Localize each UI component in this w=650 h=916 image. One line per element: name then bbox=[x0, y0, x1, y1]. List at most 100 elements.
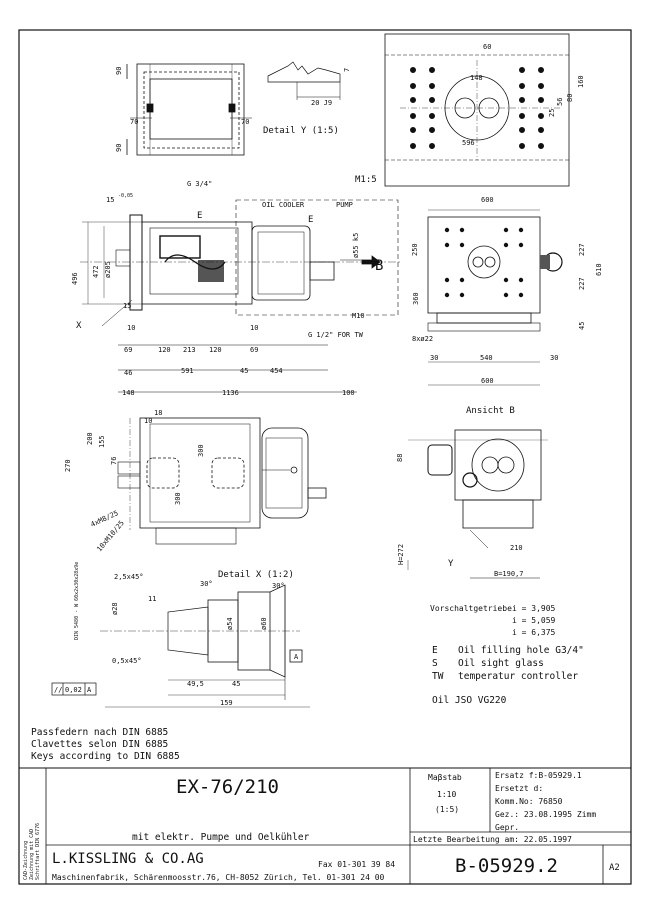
bolt-hole bbox=[428, 142, 435, 149]
bolt-hole bbox=[444, 277, 450, 283]
end-dim-30a: 30 bbox=[430, 354, 438, 362]
bolt-hole bbox=[444, 242, 450, 248]
scale-1: 1:10 bbox=[437, 790, 456, 799]
main-e1: E bbox=[197, 211, 202, 221]
detail-y-label: Detail Y (1:5) bbox=[263, 126, 339, 136]
drawing-frame bbox=[18, 29, 632, 885]
tol-symbol: // bbox=[54, 686, 62, 694]
detx-dim-28: ø28 bbox=[111, 602, 119, 615]
gepr: Gepr. bbox=[495, 823, 519, 832]
bolt-hole bbox=[519, 113, 526, 120]
dim-70-right: 70 bbox=[241, 118, 249, 126]
detx-chamfer-05: 0,5x45° bbox=[112, 657, 142, 665]
dim-70-left: 70 bbox=[130, 118, 138, 126]
ratio-3: i = 6,375 bbox=[512, 628, 556, 637]
bolt-hole bbox=[428, 127, 435, 134]
bolt-hole bbox=[519, 127, 526, 134]
main-dim-213: 213 bbox=[183, 346, 196, 354]
drawing-title: EX-76/210 bbox=[176, 776, 279, 798]
end-dim-610: 610 bbox=[595, 263, 603, 276]
side-note-1: CAD-Zeichnung bbox=[23, 841, 29, 880]
front-dim-18: 18 bbox=[154, 409, 162, 417]
plate-dim-596: 596 bbox=[462, 139, 475, 147]
end-dim-540: 540 bbox=[480, 354, 493, 362]
legend-text-e: Oil filling hole G3/4" bbox=[458, 645, 584, 656]
company-name: L.KISSLING & CO.AG bbox=[52, 851, 204, 867]
tolerance-frame bbox=[51, 682, 97, 696]
bolt-hole bbox=[538, 127, 545, 134]
bolt-hole bbox=[519, 83, 526, 90]
plate-dim-60: 60 bbox=[483, 43, 491, 51]
plate-dim-160: 160 bbox=[577, 75, 585, 88]
main-dim-005: -0,05 bbox=[118, 193, 133, 199]
oil-spec: Oil JSO VG220 bbox=[432, 695, 507, 706]
vorschalt-label: Vorschaltgetriebe bbox=[430, 604, 512, 613]
detx-dim-159: 159 bbox=[220, 699, 233, 707]
bolt-hole bbox=[503, 277, 509, 283]
main-dim-454: 454 bbox=[270, 367, 283, 375]
ersatz: Ersatz f:B-05929.1 bbox=[495, 771, 582, 780]
front-dim-270: 270 bbox=[64, 459, 72, 472]
bolt-hole bbox=[459, 292, 465, 298]
main-oil-cooler: OIL COOLER bbox=[262, 201, 305, 209]
plate-dim-80: 80 bbox=[566, 94, 574, 102]
bolt-hole bbox=[409, 113, 416, 120]
main-dim-1136: 1136 bbox=[222, 389, 239, 397]
end-dim-227a: 227 bbox=[578, 243, 586, 256]
bolt-hole bbox=[503, 227, 509, 233]
scale-m15-label: M1:5 bbox=[355, 175, 377, 185]
detx-dim-45: 45 bbox=[232, 680, 240, 688]
plate-dim-56: 56 bbox=[556, 98, 564, 106]
end-view: 600 250 360 227 227 610 45 8xø22 30 540 … bbox=[411, 196, 603, 386]
detx-angle-30b: 30° bbox=[272, 582, 285, 590]
main-dim-120b: 120 bbox=[209, 346, 222, 354]
bolt-hole bbox=[428, 113, 435, 120]
bolt-hole bbox=[459, 242, 465, 248]
front-din-spline: DIN 5480 - W 60x2x30x28x9e bbox=[74, 562, 80, 640]
bolt-hole bbox=[538, 142, 545, 149]
front-dim-155: 155 bbox=[98, 435, 106, 448]
detail-x-label: Detail X (1:2) bbox=[218, 570, 294, 580]
detx-dim-54: ø54 bbox=[226, 617, 234, 630]
title-block: EX-76/210 mit elektr. Pumpe und Oelkühle… bbox=[19, 767, 631, 884]
keys-fr: Clavettes selon DIN 6885 bbox=[31, 739, 168, 750]
ratio-1: i = 3,905 bbox=[512, 604, 556, 613]
main-dim-496: 496 bbox=[71, 272, 79, 285]
bolt-hole bbox=[519, 142, 526, 149]
company-fax: Fax 01-301 39 84 bbox=[318, 860, 395, 869]
main-side-view: G 3/4" OIL COOLER PUMP E E 15 -0,05 496 … bbox=[71, 180, 400, 397]
notes: Vorschaltgetriebe i = 3,905 i = 5,059 i … bbox=[31, 604, 584, 762]
front-dim-300a: 300 bbox=[197, 444, 205, 457]
side-note-3: Schriftart DIN 6776 bbox=[35, 823, 41, 880]
bolt-hole bbox=[409, 127, 416, 134]
bolt-hole bbox=[503, 242, 509, 248]
bolt-hole bbox=[538, 67, 545, 74]
end-dim-360: 360 bbox=[412, 292, 420, 305]
plate-top-view: 60 148 596 25 56 80 160 M1:5 bbox=[355, 33, 585, 187]
keys-en: Keys according to DIN 6885 bbox=[31, 751, 180, 762]
viewb-dim-h272: H=272 bbox=[397, 544, 405, 565]
bolt-hole bbox=[428, 83, 435, 90]
viewb-dim-210: 210 bbox=[510, 544, 523, 552]
legend-code-tw: TW bbox=[432, 671, 444, 682]
detail-x-shaft: Detail X (1:2) 2,5x45° 30° 30° ø28 11 ø5… bbox=[51, 570, 310, 708]
tol-datum: A bbox=[87, 686, 92, 694]
front-dim-76: 76 bbox=[110, 457, 118, 465]
end-dim-227b: 227 bbox=[578, 277, 586, 290]
tol-value: 0,02 bbox=[65, 686, 82, 694]
main-dim-10b: 10 bbox=[250, 324, 258, 332]
end-dim-30b: 30 bbox=[550, 354, 558, 362]
bolt-hole bbox=[518, 227, 524, 233]
bolt-hole bbox=[428, 97, 435, 104]
bolt-hole bbox=[459, 277, 465, 283]
bolt-hole bbox=[428, 67, 435, 74]
front-view: 18 10 200 155 76 270 300 300 4xM8/25 10x… bbox=[64, 409, 327, 640]
end-dim-45: 45 bbox=[578, 322, 586, 330]
detx-angle-30a: 30° bbox=[200, 580, 213, 588]
dety-dim-7: 7 bbox=[343, 68, 351, 72]
detx-dim-11: 11 bbox=[148, 595, 156, 603]
main-dim-205: ø205 bbox=[104, 261, 112, 278]
komm-no: Komm.No: 76850 bbox=[495, 797, 563, 806]
bolt-hole bbox=[409, 67, 416, 74]
end-dim-250: 250 bbox=[411, 243, 419, 256]
